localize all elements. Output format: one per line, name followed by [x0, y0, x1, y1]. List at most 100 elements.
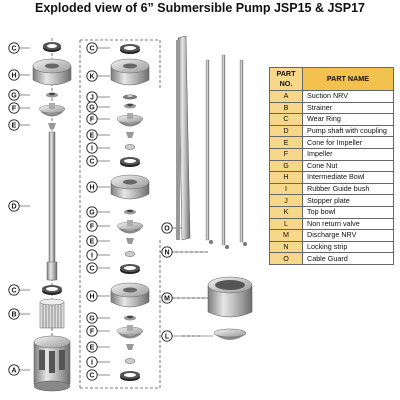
cone-for-impeller-left	[48, 123, 56, 129]
callout-o: O	[161, 222, 173, 234]
callout-g: G	[86, 206, 98, 218]
callout-letter: E	[90, 132, 95, 139]
part-name: Impeller	[302, 147, 394, 161]
stopper-plate	[123, 94, 137, 100]
header-part-name: PART NAME	[302, 67, 394, 91]
part-name: Pump shaft with coupling	[302, 124, 394, 138]
callout-m: M	[161, 292, 173, 304]
callout-letter: B	[11, 311, 16, 318]
part-name: Intermediate Bowl	[302, 171, 394, 184]
part-name: Locking strip	[302, 240, 394, 254]
part-code: N	[269, 240, 303, 254]
callout-letter: E	[90, 344, 95, 351]
locking-strips	[205, 54, 247, 249]
callout-g: G	[8, 89, 20, 101]
callout-i: I	[86, 142, 98, 154]
callout-c: C	[8, 42, 20, 54]
callout-e: E	[86, 129, 98, 141]
callout-letter: A	[11, 367, 16, 374]
callout-b: B	[8, 308, 20, 320]
callout-letter: I	[91, 252, 93, 259]
intermediate-bowl-left	[32, 58, 72, 86]
part-code: O	[269, 252, 303, 265]
callout-letter: M	[164, 295, 170, 302]
callout-c: C	[86, 369, 98, 381]
part-code: K	[269, 205, 303, 219]
callout-letter: C	[89, 372, 94, 379]
part-code: I	[269, 182, 303, 196]
callout-letter: F	[12, 105, 17, 112]
callout-letter: D	[11, 203, 16, 210]
callout-letter: L	[165, 333, 170, 340]
part-code: G	[269, 159, 303, 173]
callout-letter: C	[11, 45, 16, 52]
callout-e: E	[86, 341, 98, 353]
pump-shaft	[46, 131, 58, 281]
callout-letter: F	[90, 328, 95, 335]
callout-f: F	[86, 325, 98, 337]
callout-e: E	[8, 119, 20, 131]
callout-letter: H	[11, 72, 16, 79]
wear-ring-middle-1	[120, 157, 140, 167]
callout-g: G	[86, 312, 98, 324]
suction-nrv	[33, 335, 71, 392]
strainer	[39, 298, 65, 329]
wear-ring-middle-2	[120, 264, 140, 274]
callout-letter: O	[164, 225, 170, 232]
part-name: Cone for Impeller	[302, 136, 394, 149]
callout-letter: G	[11, 92, 17, 99]
callout-l: L	[161, 330, 173, 342]
callout-letter: N	[164, 249, 169, 256]
wear-ring-middle-3	[120, 371, 140, 381]
callout-letter: G	[89, 315, 95, 322]
rubber-guide-bush-2	[124, 251, 136, 257]
part-name: Non return valve	[302, 217, 394, 231]
page-title: Exploded view of 6” Submersible Pump JSP…	[35, 1, 365, 15]
callout-a: A	[8, 364, 20, 376]
impeller-middle-2	[116, 220, 144, 234]
rubber-guide-bush-3	[124, 358, 136, 364]
callout-letter: F	[90, 223, 95, 230]
part-code: D	[269, 124, 303, 138]
part-code: C	[269, 113, 303, 126]
callout-h: H	[86, 181, 98, 193]
callout-i: I	[86, 356, 98, 368]
part-name: Cone Nut	[302, 159, 394, 173]
impeller-middle-1	[116, 113, 144, 127]
intermediate-bowl-middle-2	[110, 282, 150, 308]
callout-letter: E	[90, 238, 95, 245]
callout-letter: E	[12, 122, 17, 129]
part-code: M	[269, 229, 303, 242]
part-name: Strainer	[302, 101, 394, 115]
header-part-no: PART NO.	[269, 67, 303, 91]
callout-f: F	[86, 220, 98, 232]
callout-letter: C	[89, 158, 94, 165]
callout-e: E	[86, 235, 98, 247]
part-code: F	[269, 147, 303, 161]
cable-guard	[176, 35, 191, 241]
callout-h: H	[86, 290, 98, 302]
part-code: A	[269, 90, 303, 103]
cone-for-impeller-middle-2	[126, 238, 134, 244]
cone-for-impeller-middle-1	[126, 132, 134, 138]
part-name: Discharge NRV	[302, 229, 394, 242]
part-code: E	[269, 136, 303, 149]
top-bowl	[110, 58, 150, 86]
callout-letter: C	[89, 45, 94, 52]
